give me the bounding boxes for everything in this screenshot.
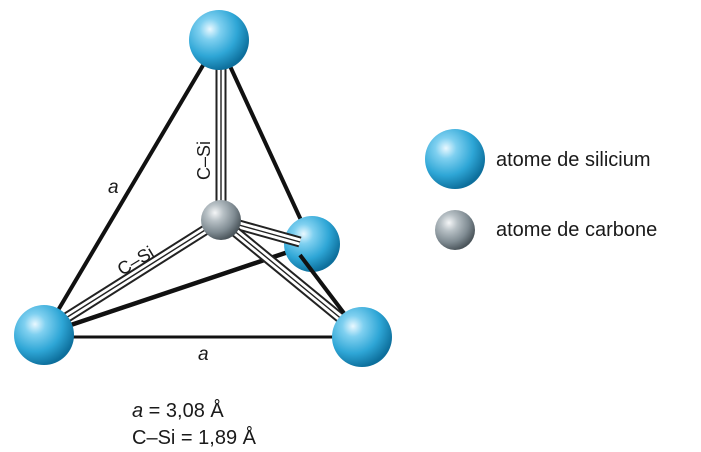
edge-label-left: a xyxy=(108,177,119,198)
bond-label-vertical: C–Si xyxy=(194,141,214,180)
caption-var: a xyxy=(132,400,143,422)
caption: a = 3,08 Å C–Si = 1,89 Å xyxy=(132,399,257,449)
legend: atome de silicium atome de carbone xyxy=(425,129,657,250)
silicon-atom-top xyxy=(189,10,249,70)
silicon-atom-right xyxy=(332,307,392,367)
legend-silicon-swatch xyxy=(425,129,485,189)
caption-value-a: = 3,08 Å xyxy=(143,399,224,422)
legend-carbon-swatch xyxy=(435,210,475,250)
tetrahedron-edge-left xyxy=(42,38,220,336)
bond-to-left xyxy=(47,215,224,333)
caption-line-2: C–Si = 1,89 Å xyxy=(132,426,257,449)
caption-line-1: a = 3,08 Å xyxy=(132,399,224,422)
edge-label-bottom: a xyxy=(198,344,209,365)
legend-carbon-label: atome de carbone xyxy=(496,219,657,241)
carbon-atom-center xyxy=(201,200,241,240)
bond-to-right xyxy=(217,215,359,335)
legend-silicon-label: atome de silicium xyxy=(496,149,651,171)
silicon-atom-left xyxy=(14,305,74,365)
tetrahedron-edge-back-right xyxy=(216,39,314,245)
silicon-atom-back xyxy=(284,216,340,272)
